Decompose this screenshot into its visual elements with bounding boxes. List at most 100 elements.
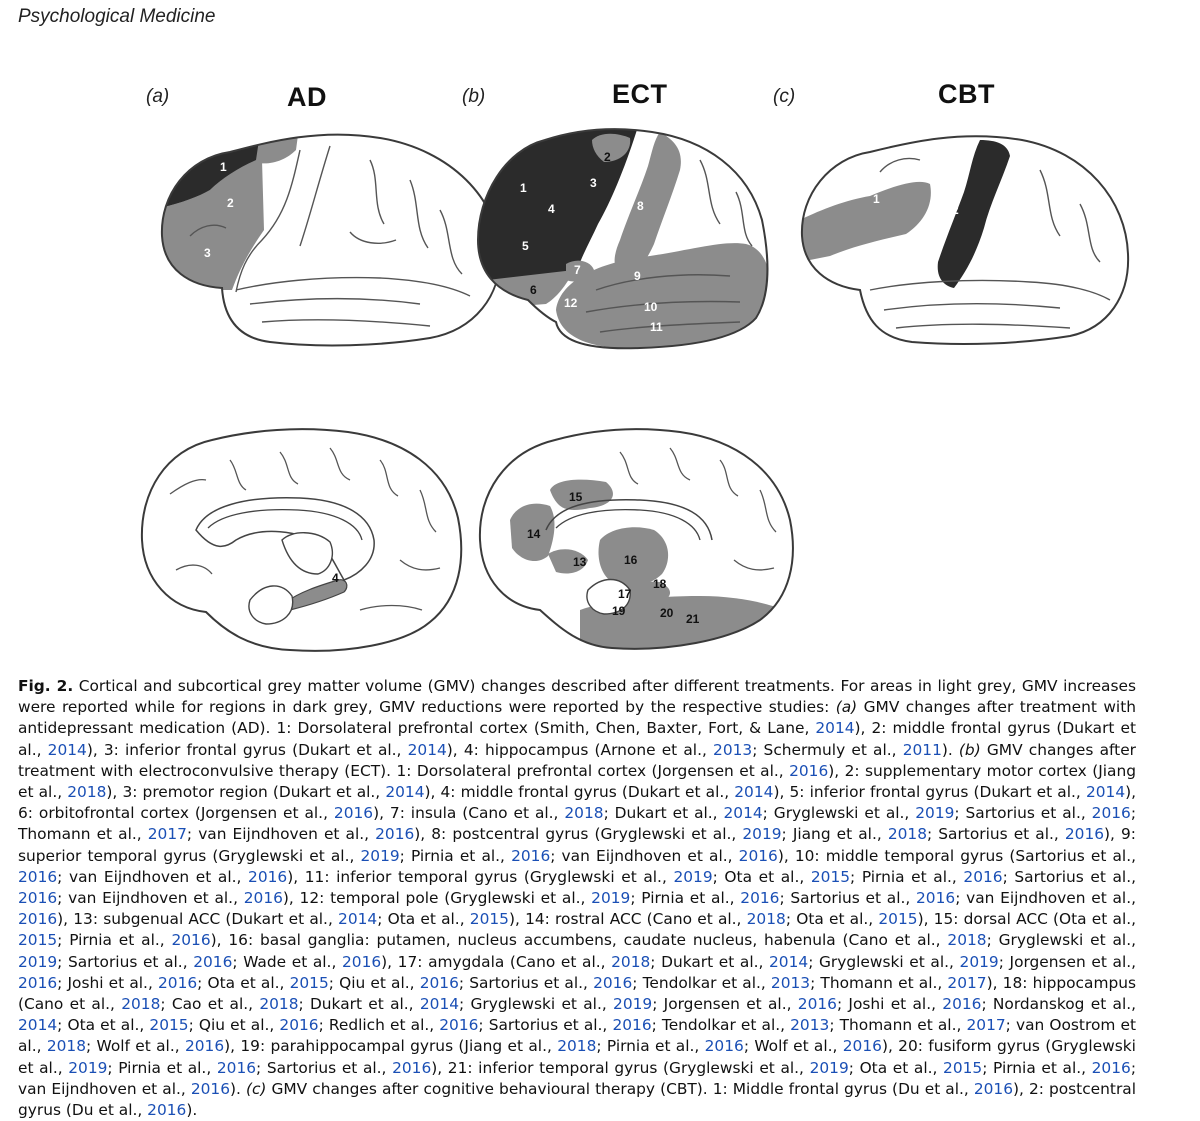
citation-year-link[interactable]: 2016 (147, 1101, 187, 1120)
citation-year-link[interactable]: 2015 (289, 973, 329, 992)
ect-region-21-label: 21 (686, 612, 700, 626)
caption-text: ; Qiu et al., (188, 1016, 280, 1035)
caption-text: ; Dukart et al., (650, 952, 770, 971)
citation-year-link[interactable]: 2016 (942, 995, 982, 1014)
citation-year-link[interactable]: 2016 (1091, 1058, 1131, 1077)
citation-year-link[interactable]: 2018 (611, 952, 651, 971)
citation-year-link[interactable]: 2016 (341, 952, 382, 971)
citation-year-link[interactable]: 2018 (259, 995, 299, 1014)
caption-text: ; Pirnia et al., (57, 931, 172, 950)
citation-year-link[interactable]: 2016 (511, 846, 551, 865)
citation-year-link[interactable]: 2016 (18, 867, 58, 886)
citation-year-link[interactable]: 2016 (842, 1037, 882, 1056)
caption-text: ; Wolf et al., (743, 1037, 843, 1056)
citation-year-link[interactable]: 2016 (738, 846, 778, 865)
citation-year-link[interactable]: 2016 (193, 952, 233, 971)
citation-year-link[interactable]: 2016 (392, 1058, 432, 1077)
citation-year-link[interactable]: 2014 (723, 804, 763, 823)
caption-text: ; Joshi et al., (836, 995, 943, 1014)
citation-year-link[interactable]: 2019 (673, 867, 713, 886)
citation-year-link[interactable]: 2019 (360, 846, 400, 865)
citation-year-link[interactable]: 2014 (47, 740, 87, 759)
citation-year-link[interactable]: 2016 (789, 761, 829, 780)
citation-year-link[interactable]: 2016 (279, 1016, 319, 1035)
citation-year-link[interactable]: 2017 (147, 825, 187, 844)
citation-year-link[interactable]: 2014 (407, 740, 447, 759)
citation-year-link[interactable]: 2014 (18, 1016, 58, 1035)
caption-text: ; Gryglewski et al., (762, 804, 916, 823)
citation-year-link[interactable]: 2019 (613, 995, 653, 1014)
citation-year-link[interactable]: 2011 (902, 740, 942, 759)
caption-text: ), 5: inferior frontal gyrus (Dukart et … (773, 783, 1086, 802)
citation-year-link[interactable]: 2014 (734, 783, 774, 802)
citation-year-link[interactable]: 2017 (947, 973, 987, 992)
citation-year-link[interactable]: 2019 (18, 952, 58, 971)
caption-text: ), 13: subgenual ACC (Dukart et al., (57, 910, 339, 929)
citation-year-link[interactable]: 2016 (704, 1037, 744, 1056)
citation-year-link[interactable]: 2016 (18, 973, 58, 992)
citation-year-link[interactable]: 2019 (68, 1058, 108, 1077)
panel-reference: (c) (245, 1079, 267, 1098)
citation-year-link[interactable]: 2016 (333, 804, 374, 823)
citation-year-link[interactable]: 2016 (190, 1079, 230, 1098)
citation-year-link[interactable]: 2016 (740, 889, 780, 908)
citation-year-link[interactable]: 2016 (375, 825, 415, 844)
caption-text: ; Ota et al., (712, 867, 811, 886)
citation-year-link[interactable]: 2014 (419, 995, 460, 1014)
citation-year-link[interactable]: 2013 (790, 1016, 830, 1035)
citation-year-link[interactable]: 2017 (966, 1016, 1006, 1035)
citation-year-link[interactable]: 2014 (769, 952, 809, 971)
citation-year-link[interactable]: 2016 (963, 867, 1003, 886)
caption-text: ), 14: rostral ACC (Cano et al., (508, 910, 747, 929)
citation-year-link[interactable]: 2016 (18, 910, 58, 929)
citation-year-link[interactable]: 2016 (797, 995, 837, 1014)
citation-year-link[interactable]: 2019 (959, 952, 999, 971)
citation-year-link[interactable]: 2015 (18, 931, 58, 950)
citation-year-link[interactable]: 2016 (593, 973, 633, 992)
citation-year-link[interactable]: 2016 (243, 889, 283, 908)
citation-year-link[interactable]: 2015 (810, 867, 851, 886)
citation-year-link[interactable]: 2016 (439, 1016, 479, 1035)
citation-year-link[interactable]: 2018 (887, 825, 927, 844)
citation-year-link[interactable]: 2016 (419, 973, 459, 992)
citation-year-link[interactable]: 2016 (158, 973, 198, 992)
citation-year-link[interactable]: 2015 (149, 1016, 189, 1035)
citation-year-link[interactable]: 2016 (171, 931, 211, 950)
citation-year-link[interactable]: 2014 (1085, 783, 1126, 802)
citation-year-link[interactable]: 2018 (564, 804, 604, 823)
citation-year-link[interactable]: 2014 (815, 719, 855, 738)
caption-text: GMV changes after treatment with antidep… (18, 698, 1137, 738)
citation-year-link[interactable]: 2015 (943, 1058, 983, 1077)
citation-year-link[interactable]: 2013 (770, 973, 811, 992)
citation-year-link[interactable]: 2016 (248, 867, 288, 886)
caption-text: ), 11: inferior temporal gyrus (Gryglews… (287, 867, 674, 886)
citation-year-link[interactable]: 2018 (746, 910, 786, 929)
citation-year-link[interactable]: 2016 (612, 1016, 652, 1035)
caption-text: ), 6: orbitofrontal cortex (Jorgensen et… (18, 783, 1137, 823)
citation-year-link[interactable]: 2018 (947, 931, 987, 950)
caption-body: Cortical and subcortical grey matter vol… (18, 677, 1136, 1119)
citation-year-link[interactable]: 2018 (46, 1037, 86, 1056)
caption-text: ; Jorgensen et al., (998, 952, 1137, 971)
citation-year-link[interactable]: 2016 (1064, 825, 1105, 844)
citation-year-link[interactable]: 2014 (338, 910, 378, 929)
citation-year-link[interactable]: 2019 (915, 804, 955, 823)
citation-year-link[interactable]: 2015 (878, 910, 918, 929)
citation-year-link[interactable]: 2014 (385, 783, 425, 802)
citation-year-link[interactable]: 2016 (216, 1058, 257, 1077)
citation-year-link[interactable]: 2016 (184, 1037, 225, 1056)
citation-year-link[interactable]: 2015 (469, 910, 509, 929)
citation-year-link[interactable]: 2016 (1091, 804, 1131, 823)
caption-text: ; Thomann et al., (18, 804, 1137, 844)
citation-year-link[interactable]: 2019 (809, 1058, 849, 1077)
citation-year-link[interactable]: 2019 (591, 889, 631, 908)
citation-year-link[interactable]: 2019 (742, 825, 782, 844)
citation-year-link[interactable]: 2016 (18, 889, 58, 908)
citation-year-link[interactable]: 2016 (916, 889, 956, 908)
citation-year-link[interactable]: 2018 (121, 995, 161, 1014)
caption-text: ; Pirnia et al., (596, 1037, 705, 1056)
citation-year-link[interactable]: 2013 (713, 740, 753, 759)
citation-year-link[interactable]: 2018 (67, 783, 107, 802)
citation-year-link[interactable]: 2018 (557, 1037, 597, 1056)
citation-year-link[interactable]: 2016 (973, 1079, 1013, 1098)
